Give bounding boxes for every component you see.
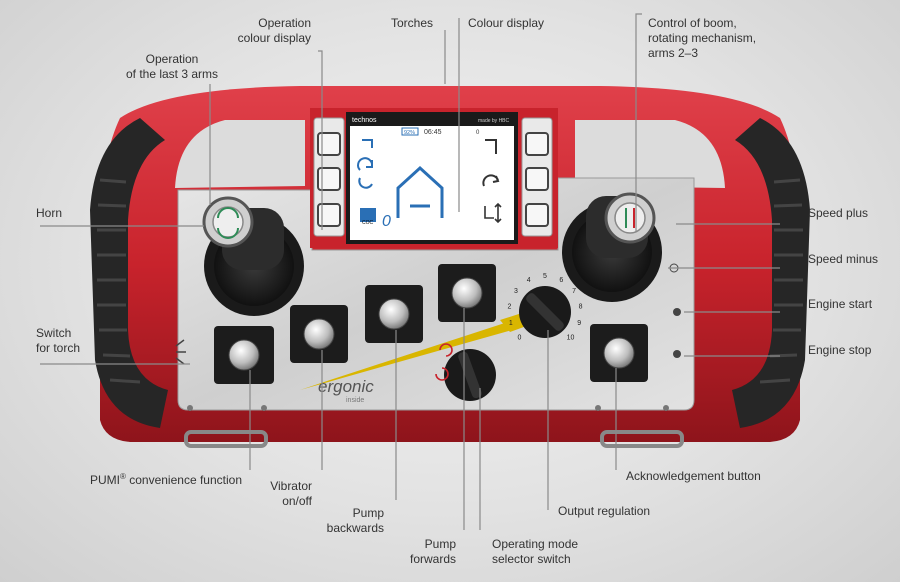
ergonic-logo: ergonic — [318, 377, 374, 396]
yellow-accent-stripe — [300, 318, 526, 390]
push-buttons[interactable] — [214, 264, 648, 384]
screw — [663, 405, 669, 411]
acknowledgement-button[interactable] — [590, 324, 648, 382]
left-joystick[interactable] — [202, 196, 304, 316]
arm-up-icon — [362, 139, 373, 148]
arm-extend-icon — [484, 202, 502, 224]
screen-big-digit: 0 — [382, 213, 391, 230]
made-by-text: made by HBC — [478, 118, 510, 124]
left-handle-cutout — [175, 120, 305, 188]
dial-number: 7 — [572, 288, 576, 295]
pump-backwards-button[interactable] — [365, 285, 423, 343]
battery-level: 92% — [404, 130, 415, 136]
right-grip — [732, 118, 810, 428]
boom-rotate-icon — [482, 174, 500, 187]
callout-horn: Horn — [36, 206, 63, 220]
callout-operation-colour-display: Operation colour display — [237, 16, 311, 45]
dial-number: 8 — [579, 303, 583, 310]
callout-torches: Torches — [390, 16, 434, 30]
screen-small-label: COC — [362, 220, 374, 226]
right-screen-button-2[interactable] — [525, 167, 549, 191]
screen-side-buttons[interactable] — [317, 132, 549, 227]
callout-operation-last-3-arms: Operation of the last 3 arms — [125, 52, 219, 81]
ergonic-logo-sub: inside — [346, 397, 364, 404]
pump-forward-arrow-icon — [439, 343, 453, 357]
callout-pump-backwards: Pump backwards — [326, 506, 384, 535]
dial-number: 0 — [518, 335, 522, 342]
pump-forwards-button[interactable] — [438, 264, 496, 322]
left-screen-button-1[interactable] — [317, 132, 341, 156]
mode-badge — [360, 208, 376, 222]
colour-display — [350, 126, 514, 240]
right-joystick[interactable] — [562, 192, 662, 302]
output-regulation-scale: 0 1 2 3 4 5 6 7 8 9 10 — [507, 273, 582, 342]
right-screen-button-3[interactable] — [525, 203, 549, 227]
screw — [187, 405, 193, 411]
engine-start-icon — [673, 308, 681, 316]
left-bail — [184, 430, 268, 448]
callout-acknowledgement-button: Acknowledgement button — [626, 469, 761, 483]
dial-number: 10 — [567, 335, 575, 342]
home-icon — [396, 165, 444, 218]
screw — [261, 405, 267, 411]
callout-output-regulation: Output regulation — [558, 504, 651, 518]
callout-leaders — [40, 13, 780, 530]
dial-number: 1 — [509, 320, 513, 327]
brand-text: technos — [352, 117, 377, 124]
callout-speed-minus: Speed minus — [808, 252, 879, 266]
callout-switch-for-torch: Switch for torch — [36, 326, 81, 355]
arm-arrow-icon — [217, 207, 239, 219]
clock-text: 06:45 — [424, 129, 442, 136]
screw — [595, 405, 601, 411]
callout-pumi: PUMI® convenience function — [90, 472, 242, 487]
torch-icon — [175, 339, 186, 365]
dial-number: 2 — [507, 303, 511, 310]
callout-engine-stop: Engine stop — [808, 343, 872, 357]
left-grip — [90, 118, 168, 428]
battery-icon — [401, 127, 419, 136]
callout-pump-forwards: Pump forwards — [409, 537, 456, 566]
callout-engine-start: Engine start — [808, 297, 873, 311]
vibrator-button[interactable] — [290, 305, 348, 363]
output-regulation-knob[interactable] — [519, 286, 571, 338]
operating-mode-knob[interactable] — [444, 349, 496, 401]
callout-speed-plus: Speed plus — [808, 206, 869, 220]
left-screen-button-3[interactable] — [317, 203, 341, 227]
right-bail — [600, 430, 684, 448]
arm-arrow-icon-2 — [217, 227, 239, 239]
callout-control-of-boom: Control of boom, rotating mechanism, arm… — [648, 16, 757, 60]
screen-top-right-value: 0 — [476, 130, 480, 136]
dial-number: 6 — [559, 277, 563, 284]
pumi-button[interactable] — [214, 326, 274, 384]
dial-number: 3 — [514, 288, 518, 295]
left-screen-button-2[interactable] — [317, 167, 341, 191]
boom-icon — [485, 139, 497, 154]
dial-number: 5 — [543, 273, 547, 280]
rotate-icon — [357, 157, 374, 171]
grip-ridges — [97, 178, 803, 384]
right-screen-button-1[interactable] — [525, 132, 549, 156]
arm-fold-icon — [358, 177, 373, 189]
dial-number: 4 — [527, 277, 531, 284]
callout-operating-mode: Operating mode selector switch — [492, 537, 579, 566]
callout-colour-display: Colour display — [468, 16, 545, 30]
right-handle-cutout — [575, 120, 725, 188]
callout-vibrator: Vibrator on/off — [270, 479, 312, 508]
pump-backward-arrow-icon — [435, 367, 449, 381]
engine-stop-icon — [673, 350, 681, 358]
dial-number: 9 — [577, 320, 581, 327]
